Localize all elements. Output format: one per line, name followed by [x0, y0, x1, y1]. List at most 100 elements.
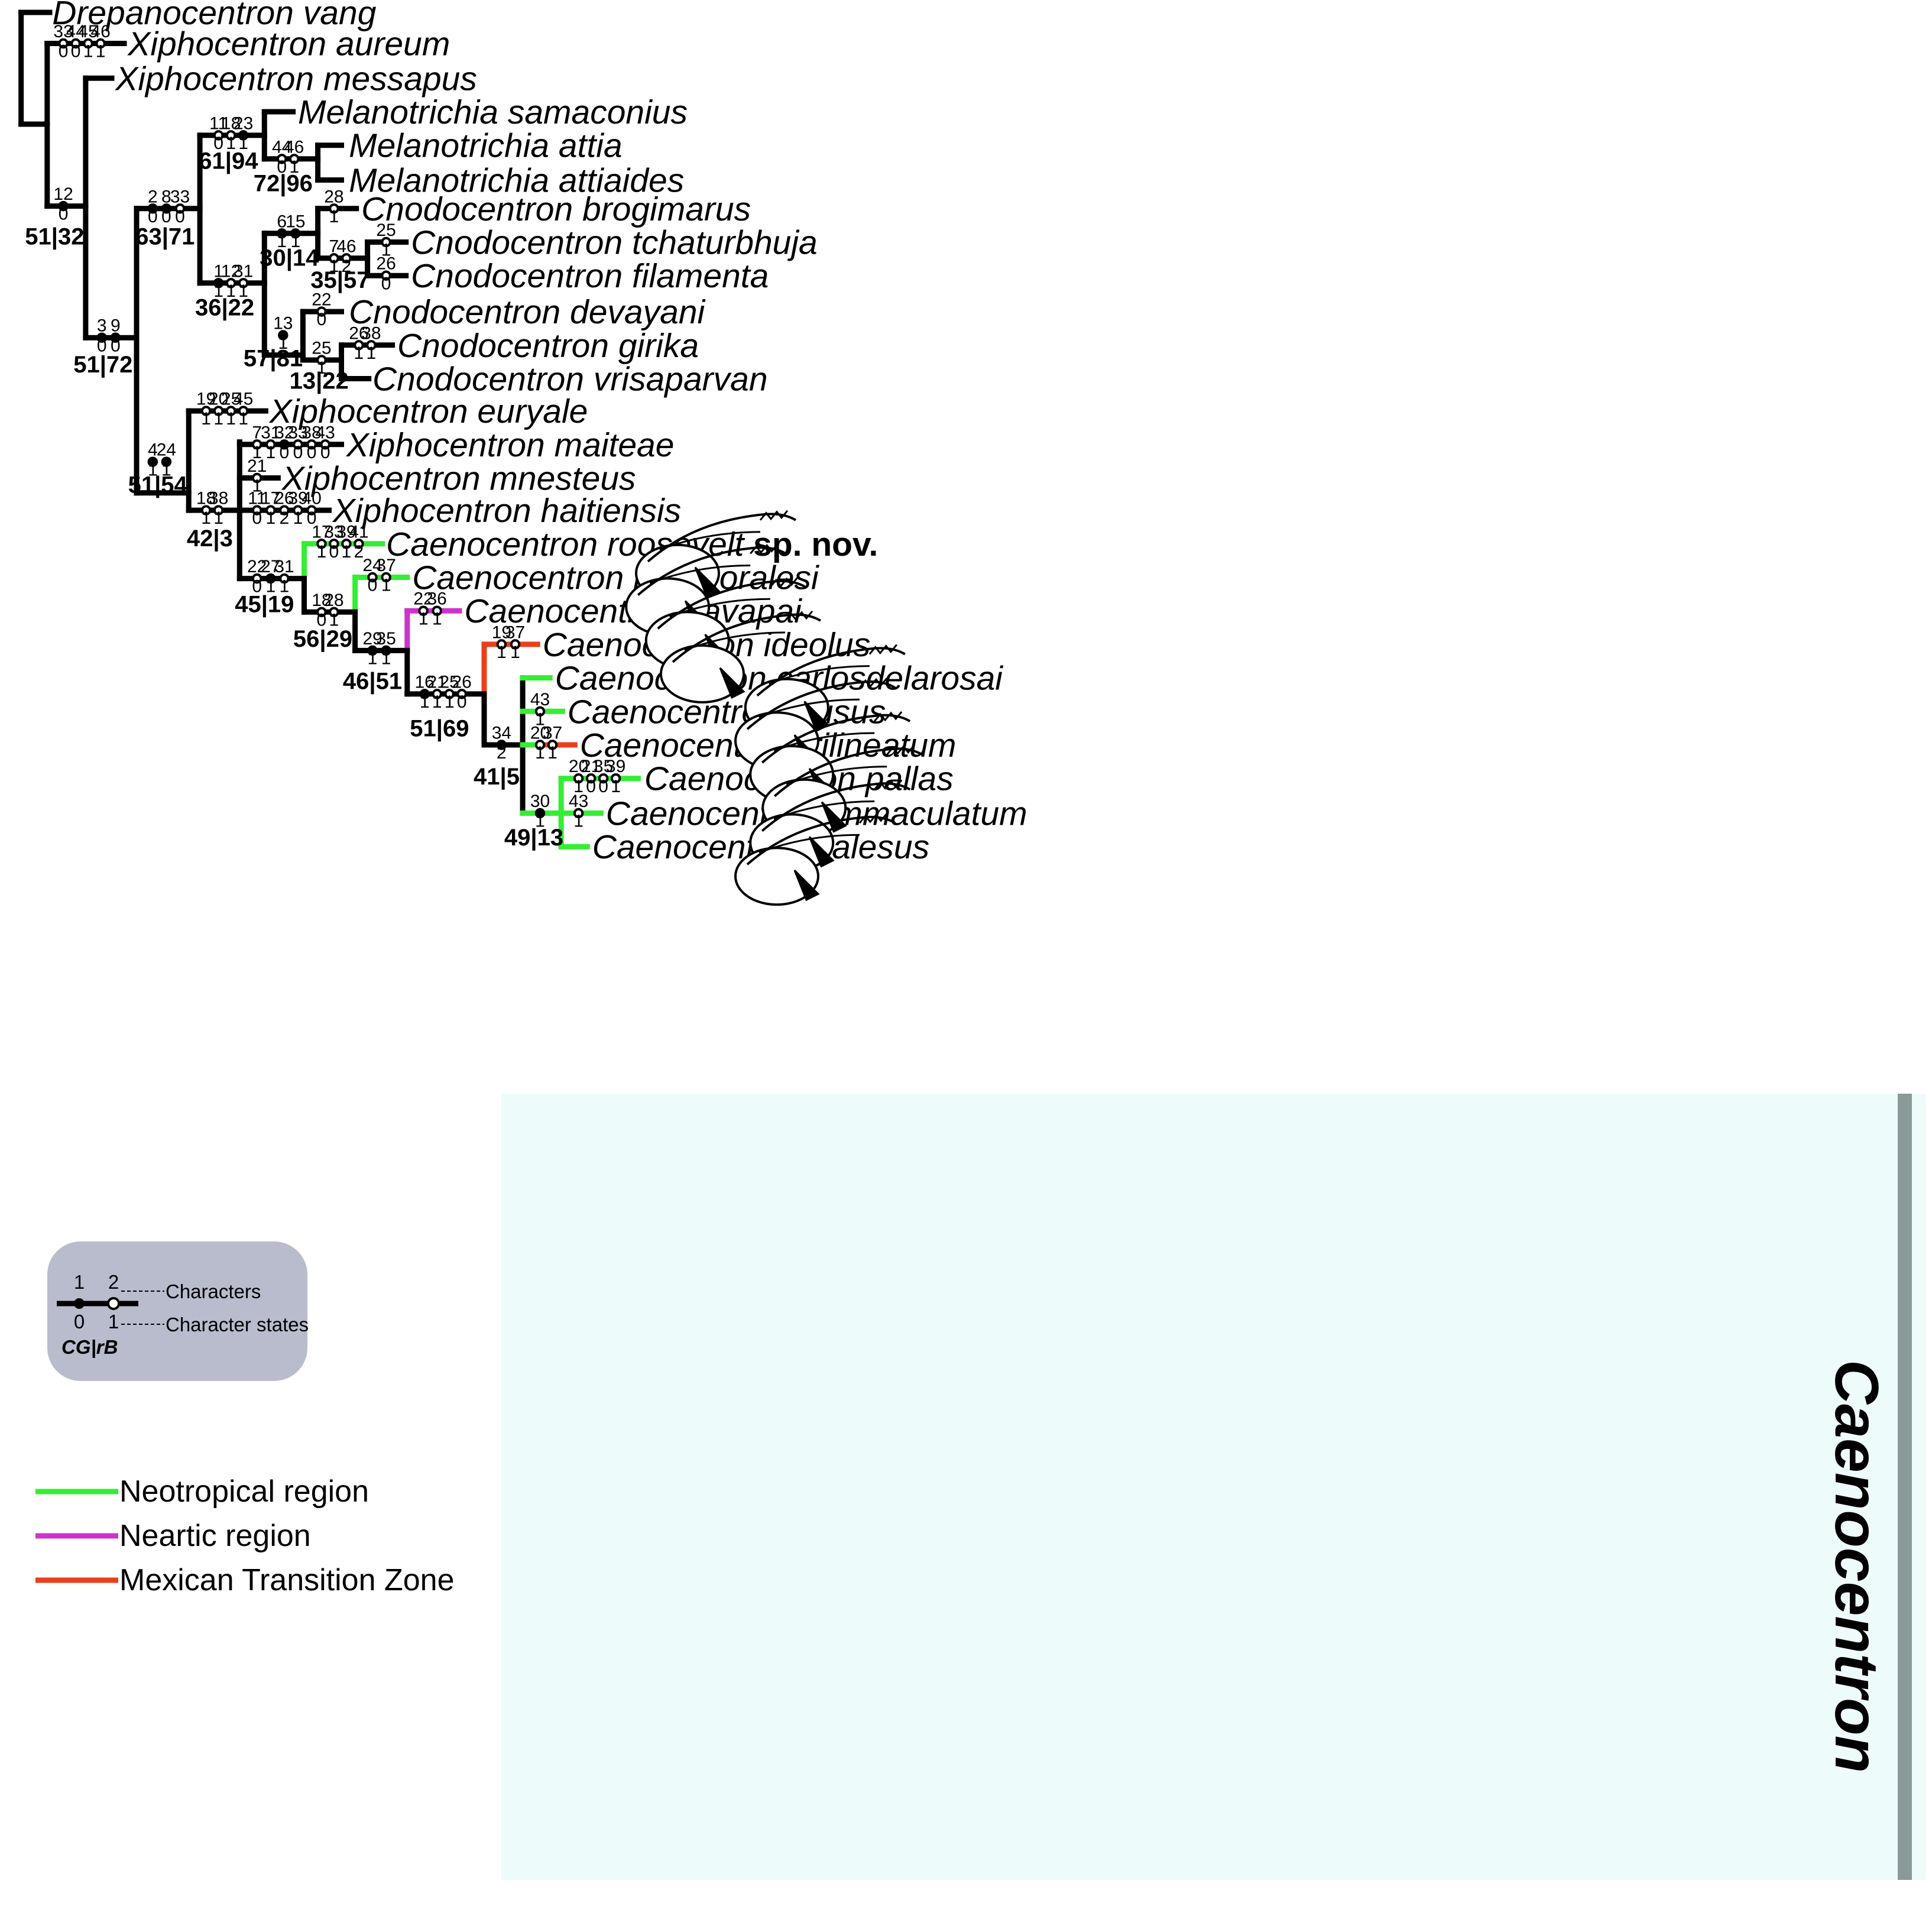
character-state: 1	[381, 576, 391, 595]
character-state: 0	[317, 610, 327, 630]
character-state: 0	[320, 443, 330, 462]
character-state: 0	[598, 777, 608, 796]
character-state: 1	[611, 777, 621, 796]
character-number: 24	[157, 440, 176, 460]
character-state: 0	[307, 443, 317, 462]
character-state: 2	[280, 508, 290, 528]
support-value: 51|69	[410, 715, 469, 741]
character-state: 1	[161, 460, 171, 479]
illustration-segment	[734, 847, 819, 906]
taxon-label: Xiphocentron haitiensis	[332, 492, 681, 530]
character-marker	[279, 573, 290, 584]
support-value: 63|71	[135, 224, 195, 250]
illustration-setae	[886, 744, 915, 756]
character-marker	[610, 773, 621, 784]
support-values: 51|3261|9472|9663|7130|1435|5736|2251|72…	[25, 148, 563, 851]
character-number: 43	[569, 792, 588, 811]
character-marker	[174, 203, 186, 214]
character-marker	[276, 154, 287, 164]
character-marker	[444, 689, 455, 699]
character-state: 0	[59, 42, 69, 61]
character-number: 40	[302, 489, 321, 508]
character-number: 34	[492, 724, 511, 743]
character-state: 1	[381, 241, 391, 260]
character-marker	[251, 439, 262, 450]
character-state: 0	[317, 310, 327, 329]
character-marker	[278, 330, 288, 341]
character-marker	[213, 278, 224, 288]
character-state: 1	[290, 232, 300, 251]
taxon-label: Cnodocentron filamenta	[411, 257, 769, 295]
character-marker	[381, 572, 391, 583]
character-state: 1	[265, 577, 275, 596]
character-number: 31	[234, 261, 253, 281]
support-value: 13|22	[290, 368, 349, 394]
character-number: 46	[284, 137, 304, 157]
character-state: 1	[367, 343, 377, 363]
character-marker	[200, 406, 212, 416]
illustration-process	[659, 531, 761, 551]
illustration-setae	[874, 711, 903, 722]
key-char-2: 2	[108, 1271, 119, 1293]
character-marker	[213, 406, 224, 416]
character-marker	[251, 573, 262, 584]
character-number: 45	[234, 390, 253, 409]
taxon-suffix: sp. nov.	[744, 526, 878, 563]
character-state: 1	[226, 281, 236, 301]
character-number: 8	[161, 187, 171, 206]
character-number: 41	[349, 522, 368, 542]
character-marker	[161, 203, 172, 214]
character-number: 20	[530, 724, 550, 743]
character-number: 11	[248, 489, 266, 508]
character-marker	[419, 689, 430, 699]
character-state: 0	[293, 443, 303, 462]
character-marker	[288, 154, 300, 164]
character-marker	[432, 689, 442, 699]
character-marker	[225, 406, 236, 416]
character-marker	[341, 253, 352, 264]
illustration-setae	[750, 543, 779, 555]
taxon-label: Melanotrichia attiaides	[349, 162, 684, 200]
character-marker	[265, 439, 276, 450]
support-value: 49|13	[504, 825, 563, 851]
key-state-1: 1	[108, 1311, 119, 1333]
taxon-label: Cnodocentron tchaturbhuja	[411, 224, 818, 262]
character-state: 1	[535, 812, 545, 831]
character-state: 1	[213, 409, 223, 429]
character-number: 39	[606, 757, 625, 776]
character-state: 1	[238, 134, 248, 153]
character-state: 1	[547, 743, 557, 763]
key-box	[47, 1241, 307, 1381]
character-marker	[279, 505, 290, 516]
character-marker	[534, 808, 546, 819]
character-marker	[238, 406, 249, 416]
character-number: 6	[277, 212, 287, 231]
support-value: 72|96	[254, 170, 313, 196]
character-number: 19	[196, 390, 216, 409]
character-number: 31	[274, 557, 294, 576]
character-marker	[96, 332, 107, 343]
character-state: 1	[277, 232, 287, 251]
illustration-process	[786, 766, 887, 786]
character-number: 1	[213, 261, 223, 281]
illustration-segment	[660, 644, 745, 703]
support-value: 51|72	[73, 352, 132, 378]
character-state: 0	[277, 157, 287, 177]
character-number: 20	[209, 390, 228, 409]
support-value: 57|81	[244, 346, 303, 372]
character-state: 0	[97, 336, 107, 355]
character-marker	[225, 130, 236, 141]
character-number: 21	[247, 456, 267, 476]
character-state: 1	[368, 649, 378, 669]
character-state: 0	[161, 207, 171, 226]
character-marker	[329, 607, 339, 618]
character-marker	[110, 332, 121, 343]
character-number: 37	[376, 556, 396, 575]
character-state: 1	[420, 692, 430, 712]
illustration-setae	[858, 677, 888, 689]
character-marker	[329, 203, 339, 214]
character-number: 35	[376, 629, 396, 649]
character-number: 45	[78, 22, 98, 41]
